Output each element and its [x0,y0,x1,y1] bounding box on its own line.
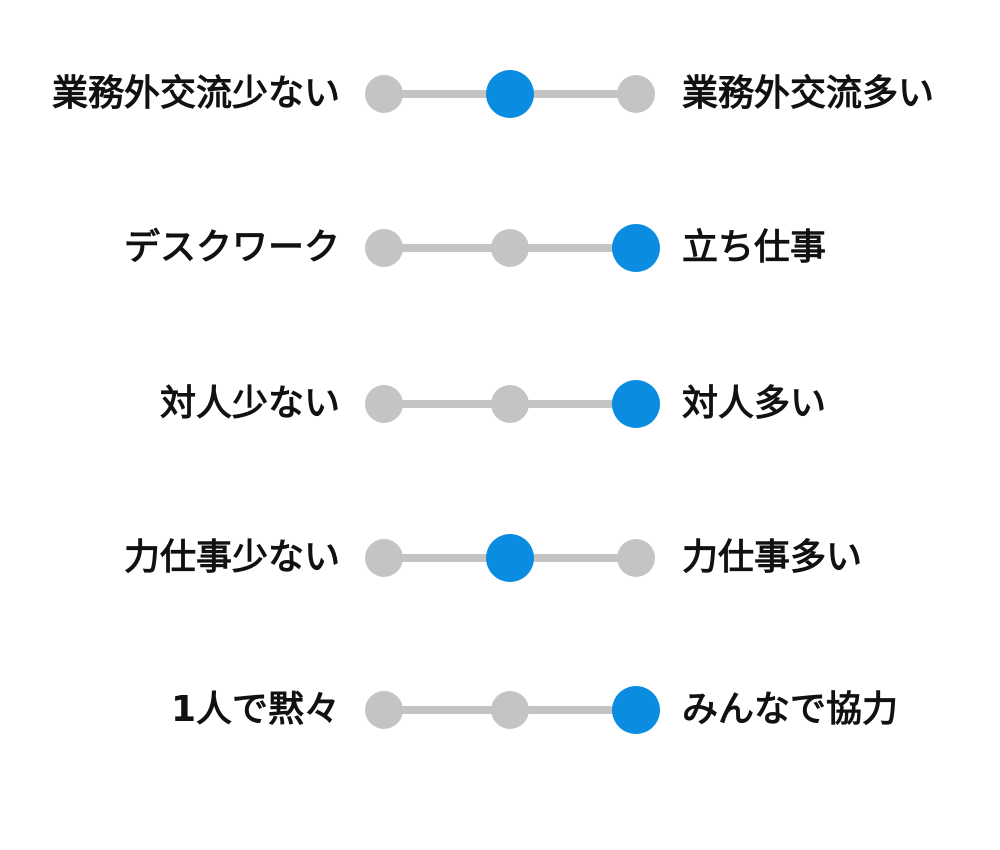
slider-thumb-selected[interactable] [486,534,534,582]
right-label: 業務外交流多い [682,73,935,114]
scale-row-interpersonal: 対人少ない 対人多い [0,374,1000,434]
scale-row-business-exchange: 業務外交流少ない 業務外交流多い [0,64,1000,124]
slider-thumb-selected[interactable] [486,70,534,118]
three-step-slider[interactable] [360,528,660,588]
three-step-slider[interactable] [360,374,660,434]
scale-row-teamwork: 1人で黙々 みんなで協力 [0,680,1000,740]
slider-stop[interactable] [491,385,529,423]
slider-stop[interactable] [365,229,403,267]
slider-thumb-selected[interactable] [612,224,660,272]
slider-stop[interactable] [491,229,529,267]
slider-stop[interactable] [365,75,403,113]
left-label: 力仕事少ない [123,537,340,578]
slider-stop[interactable] [617,75,655,113]
left-label: デスクワーク [123,227,340,268]
three-step-slider[interactable] [360,680,660,740]
slider-thumb-selected[interactable] [612,380,660,428]
slider-stop[interactable] [365,539,403,577]
slider-stop[interactable] [491,691,529,729]
scale-row-work-style: デスクワーク 立ち仕事 [0,218,1000,278]
left-label: 1人で黙々 [170,689,340,730]
left-label: 業務外交流少ない [51,73,340,114]
slider-thumb-selected[interactable] [612,686,660,734]
slider-stop[interactable] [617,539,655,577]
three-step-slider[interactable] [360,64,660,124]
left-label: 対人少ない [159,383,340,424]
scale-row-physical-work: 力仕事少ない 力仕事多い [0,528,1000,588]
right-label: 力仕事多い [682,537,863,578]
right-label: 対人多い [682,383,827,424]
slider-stop[interactable] [365,385,403,423]
slider-stop[interactable] [365,691,403,729]
right-label: みんなで協力 [682,689,899,730]
right-label: 立ち仕事 [682,227,827,268]
three-step-slider[interactable] [360,218,660,278]
